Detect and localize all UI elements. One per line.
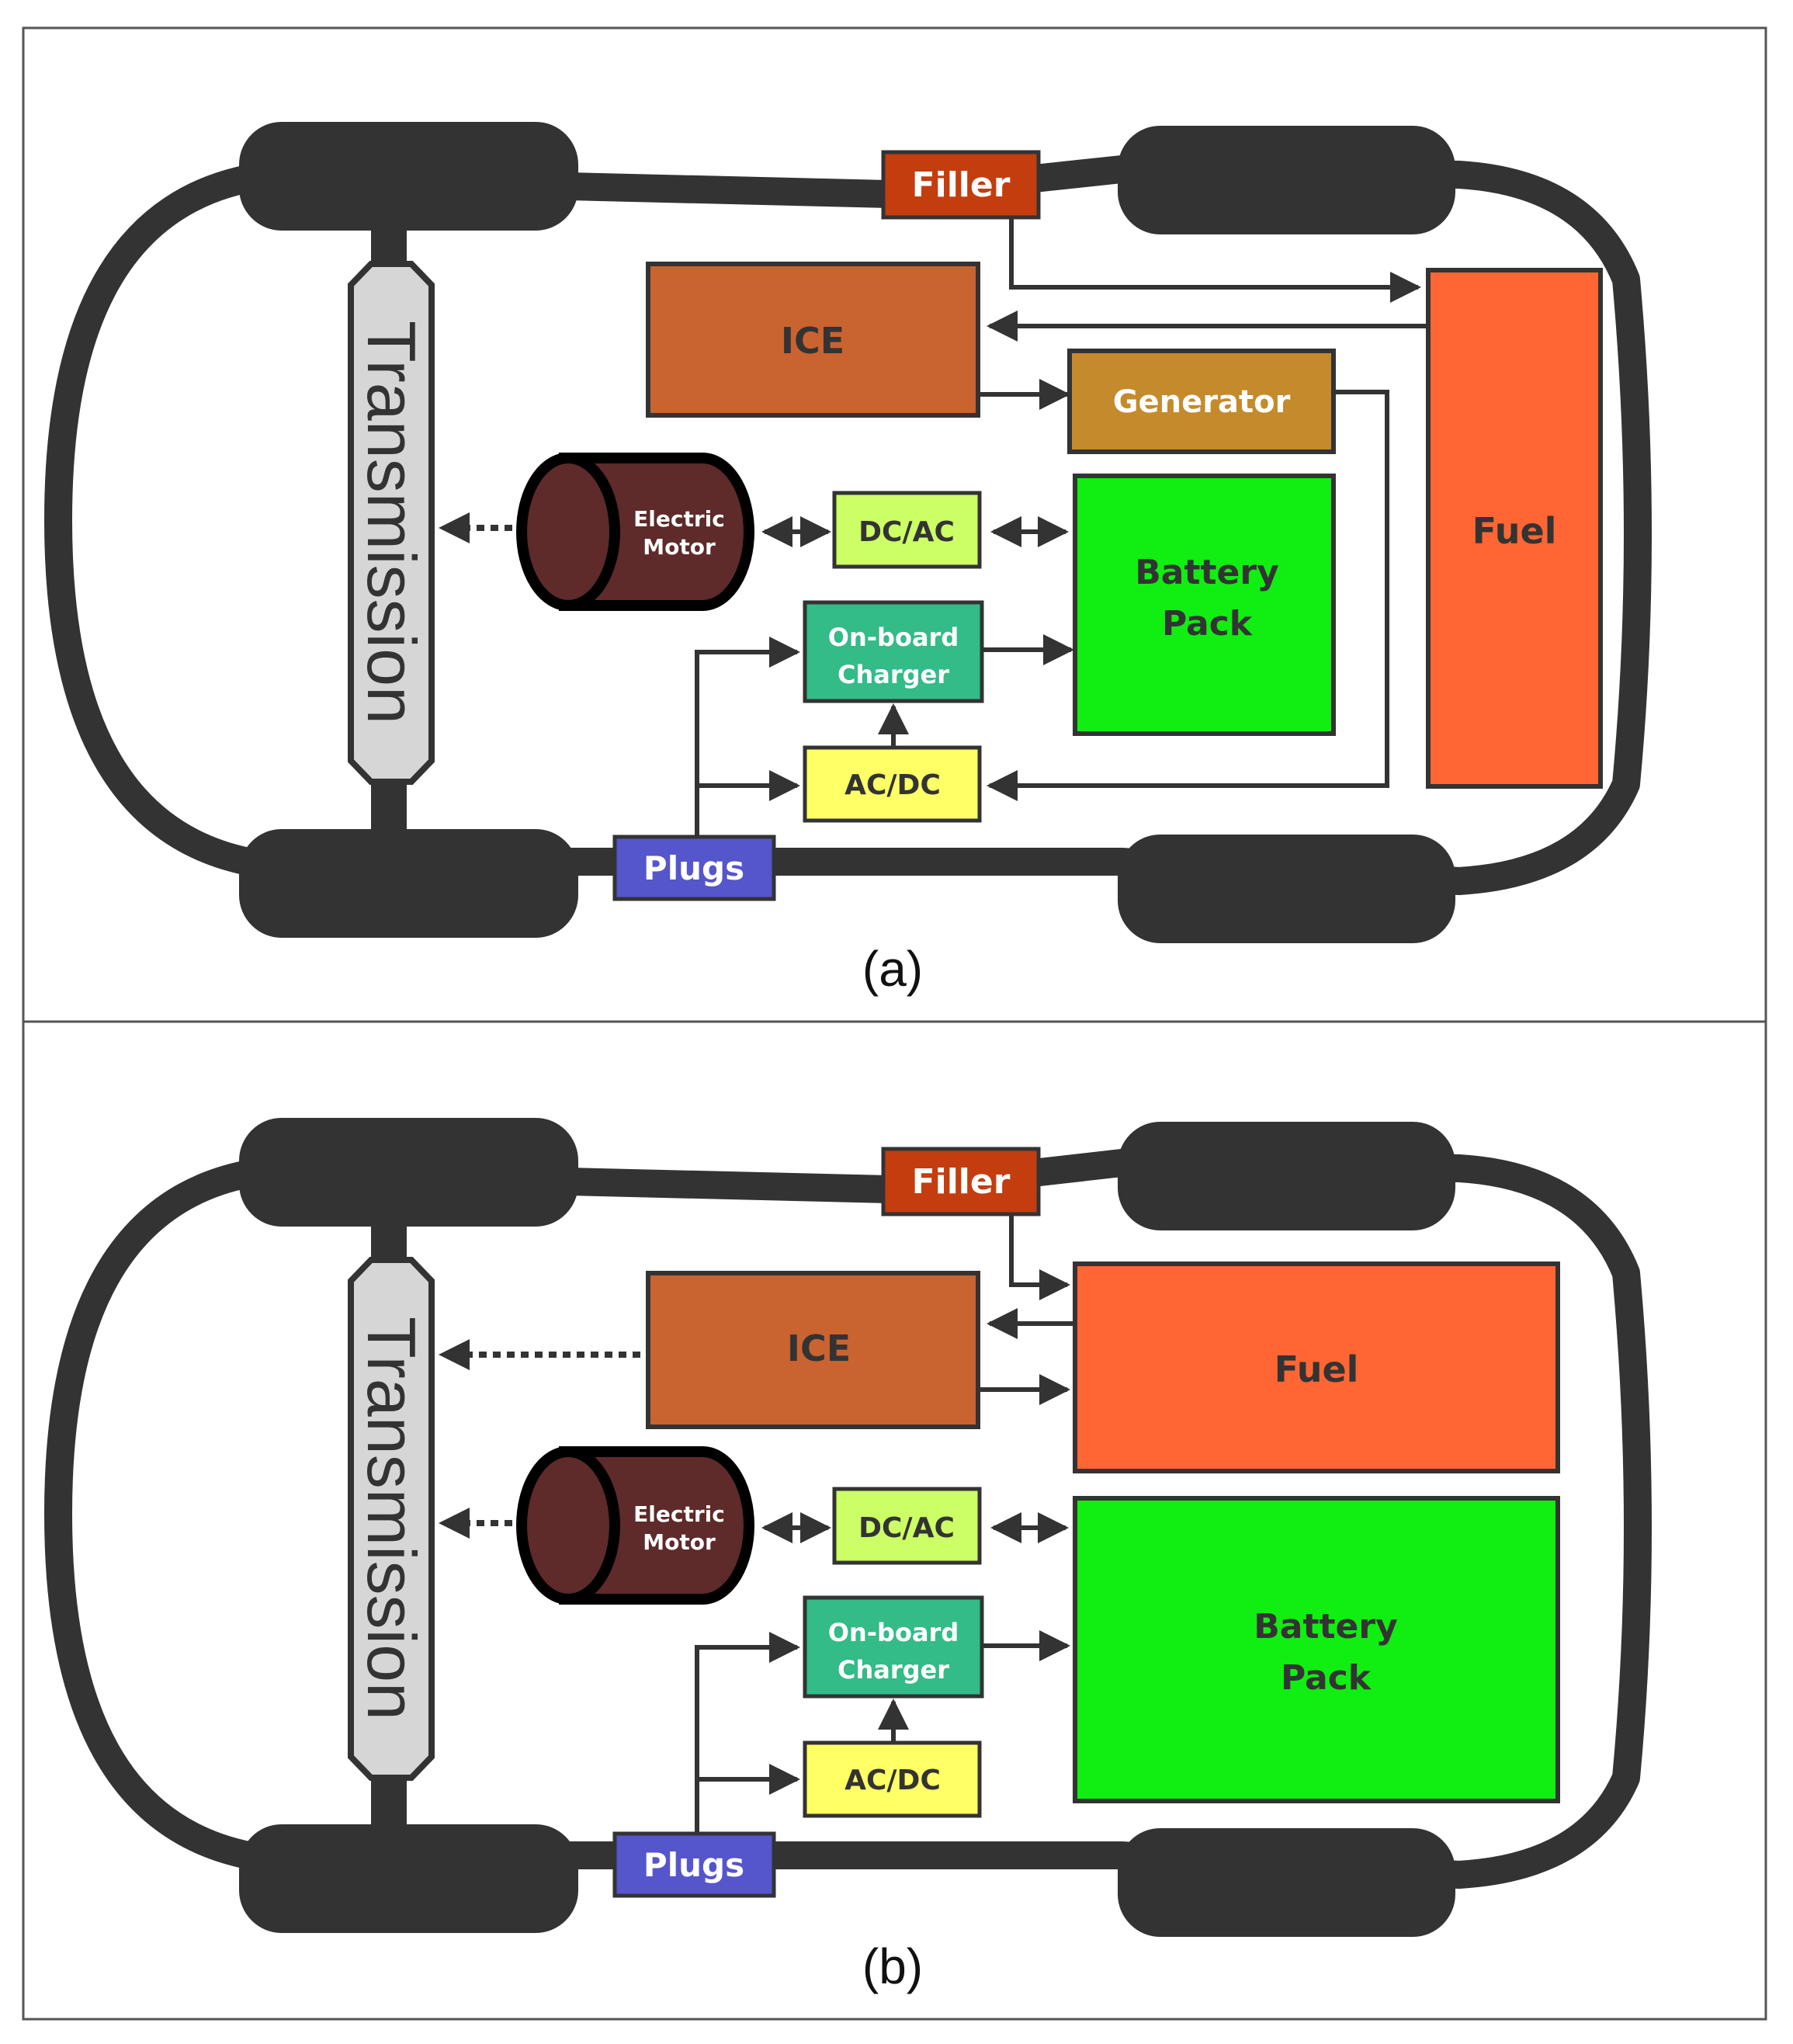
battery-label-line1: Battery <box>1254 1607 1398 1647</box>
panel-a-caption: (a) <box>862 941 923 997</box>
ice-box <box>646 262 980 418</box>
acdc-label: AC/DC <box>844 1765 941 1796</box>
motor-label-line2: Motor <box>643 534 716 560</box>
wheel-front-bottom <box>1118 835 1455 943</box>
wheel-front-top <box>1118 1122 1455 1230</box>
acdc-box <box>803 745 982 823</box>
wheel-rear-top <box>239 1118 578 1227</box>
dcac-label: DC/AC <box>858 516 955 548</box>
fuel-label: Fuel <box>1275 1348 1359 1390</box>
wheel-front-bottom <box>1118 1828 1455 1937</box>
panel-b: Transmission Filler ICE Fuel Battery Pac… <box>22 1020 1767 2021</box>
transmission-block <box>348 1257 435 1781</box>
charger-box <box>803 1595 984 1699</box>
ice-box <box>646 1271 980 1429</box>
arrow-icon <box>695 1216 1075 1834</box>
dotted-arrow-icon <box>439 512 512 543</box>
filler-label: Filler <box>912 165 1011 205</box>
wheel-rear-top <box>239 122 578 231</box>
charger-label-line1: On-board <box>828 1618 959 1647</box>
plugs-label: Plugs <box>643 849 744 887</box>
dcac-box <box>832 491 982 569</box>
car-body-outline <box>44 1149 1652 1889</box>
panel-b-caption: (b) <box>862 1938 923 1994</box>
filler-box <box>881 1147 1041 1216</box>
transmission-label: Transmission <box>353 1317 430 1720</box>
dcac-box <box>832 1487 982 1565</box>
charger-label-line2: Charger <box>838 660 949 689</box>
charger-box <box>803 600 984 703</box>
motor-label-line2: Motor <box>643 1529 716 1555</box>
fuel-tank <box>1073 1261 1560 1473</box>
filler-box <box>881 150 1041 220</box>
fuel-tank <box>1426 268 1603 789</box>
arrow-icon <box>695 219 1428 837</box>
acdc-box <box>803 1740 982 1818</box>
plugs-label: Plugs <box>643 1846 744 1884</box>
car-body-outline <box>44 155 1652 895</box>
wheel-rear-bottom <box>239 829 578 938</box>
battery-label-line1: Battery <box>1135 553 1279 592</box>
transmission-block <box>348 261 435 785</box>
plugs-box <box>612 835 776 901</box>
acdc-label: AC/DC <box>844 769 941 801</box>
motor-label-line1: Electric <box>633 506 725 532</box>
transmission-label: Transmission <box>353 321 430 724</box>
battery-label-line2: Pack <box>1281 1658 1372 1698</box>
ice-label: ICE <box>781 320 844 362</box>
dotted-arrow-icon <box>439 1339 640 1539</box>
fuel-label: Fuel <box>1472 510 1557 552</box>
wheel-front-top <box>1118 126 1455 234</box>
charger-label-line2: Charger <box>838 1655 949 1685</box>
cylinder-icon <box>516 1446 754 1605</box>
motor-label-line1: Electric <box>633 1501 725 1527</box>
charger-label-line1: On-board <box>828 623 959 652</box>
ice-label: ICE <box>787 1327 851 1369</box>
plugs-box <box>612 1831 776 1898</box>
battery-label-line2: Pack <box>1162 604 1254 644</box>
battery-pack <box>1073 1496 1560 1803</box>
battery-pack <box>1073 474 1336 736</box>
filler-label: Filler <box>912 1162 1011 1202</box>
cylinder-icon <box>516 453 754 611</box>
dcac-label: DC/AC <box>858 1512 955 1544</box>
generator-label: Generator <box>1113 384 1291 420</box>
panel-a: Transmission Filler ICE Generator Fuel B… <box>22 26 1767 1023</box>
wheel-rear-bottom <box>239 1824 578 1933</box>
